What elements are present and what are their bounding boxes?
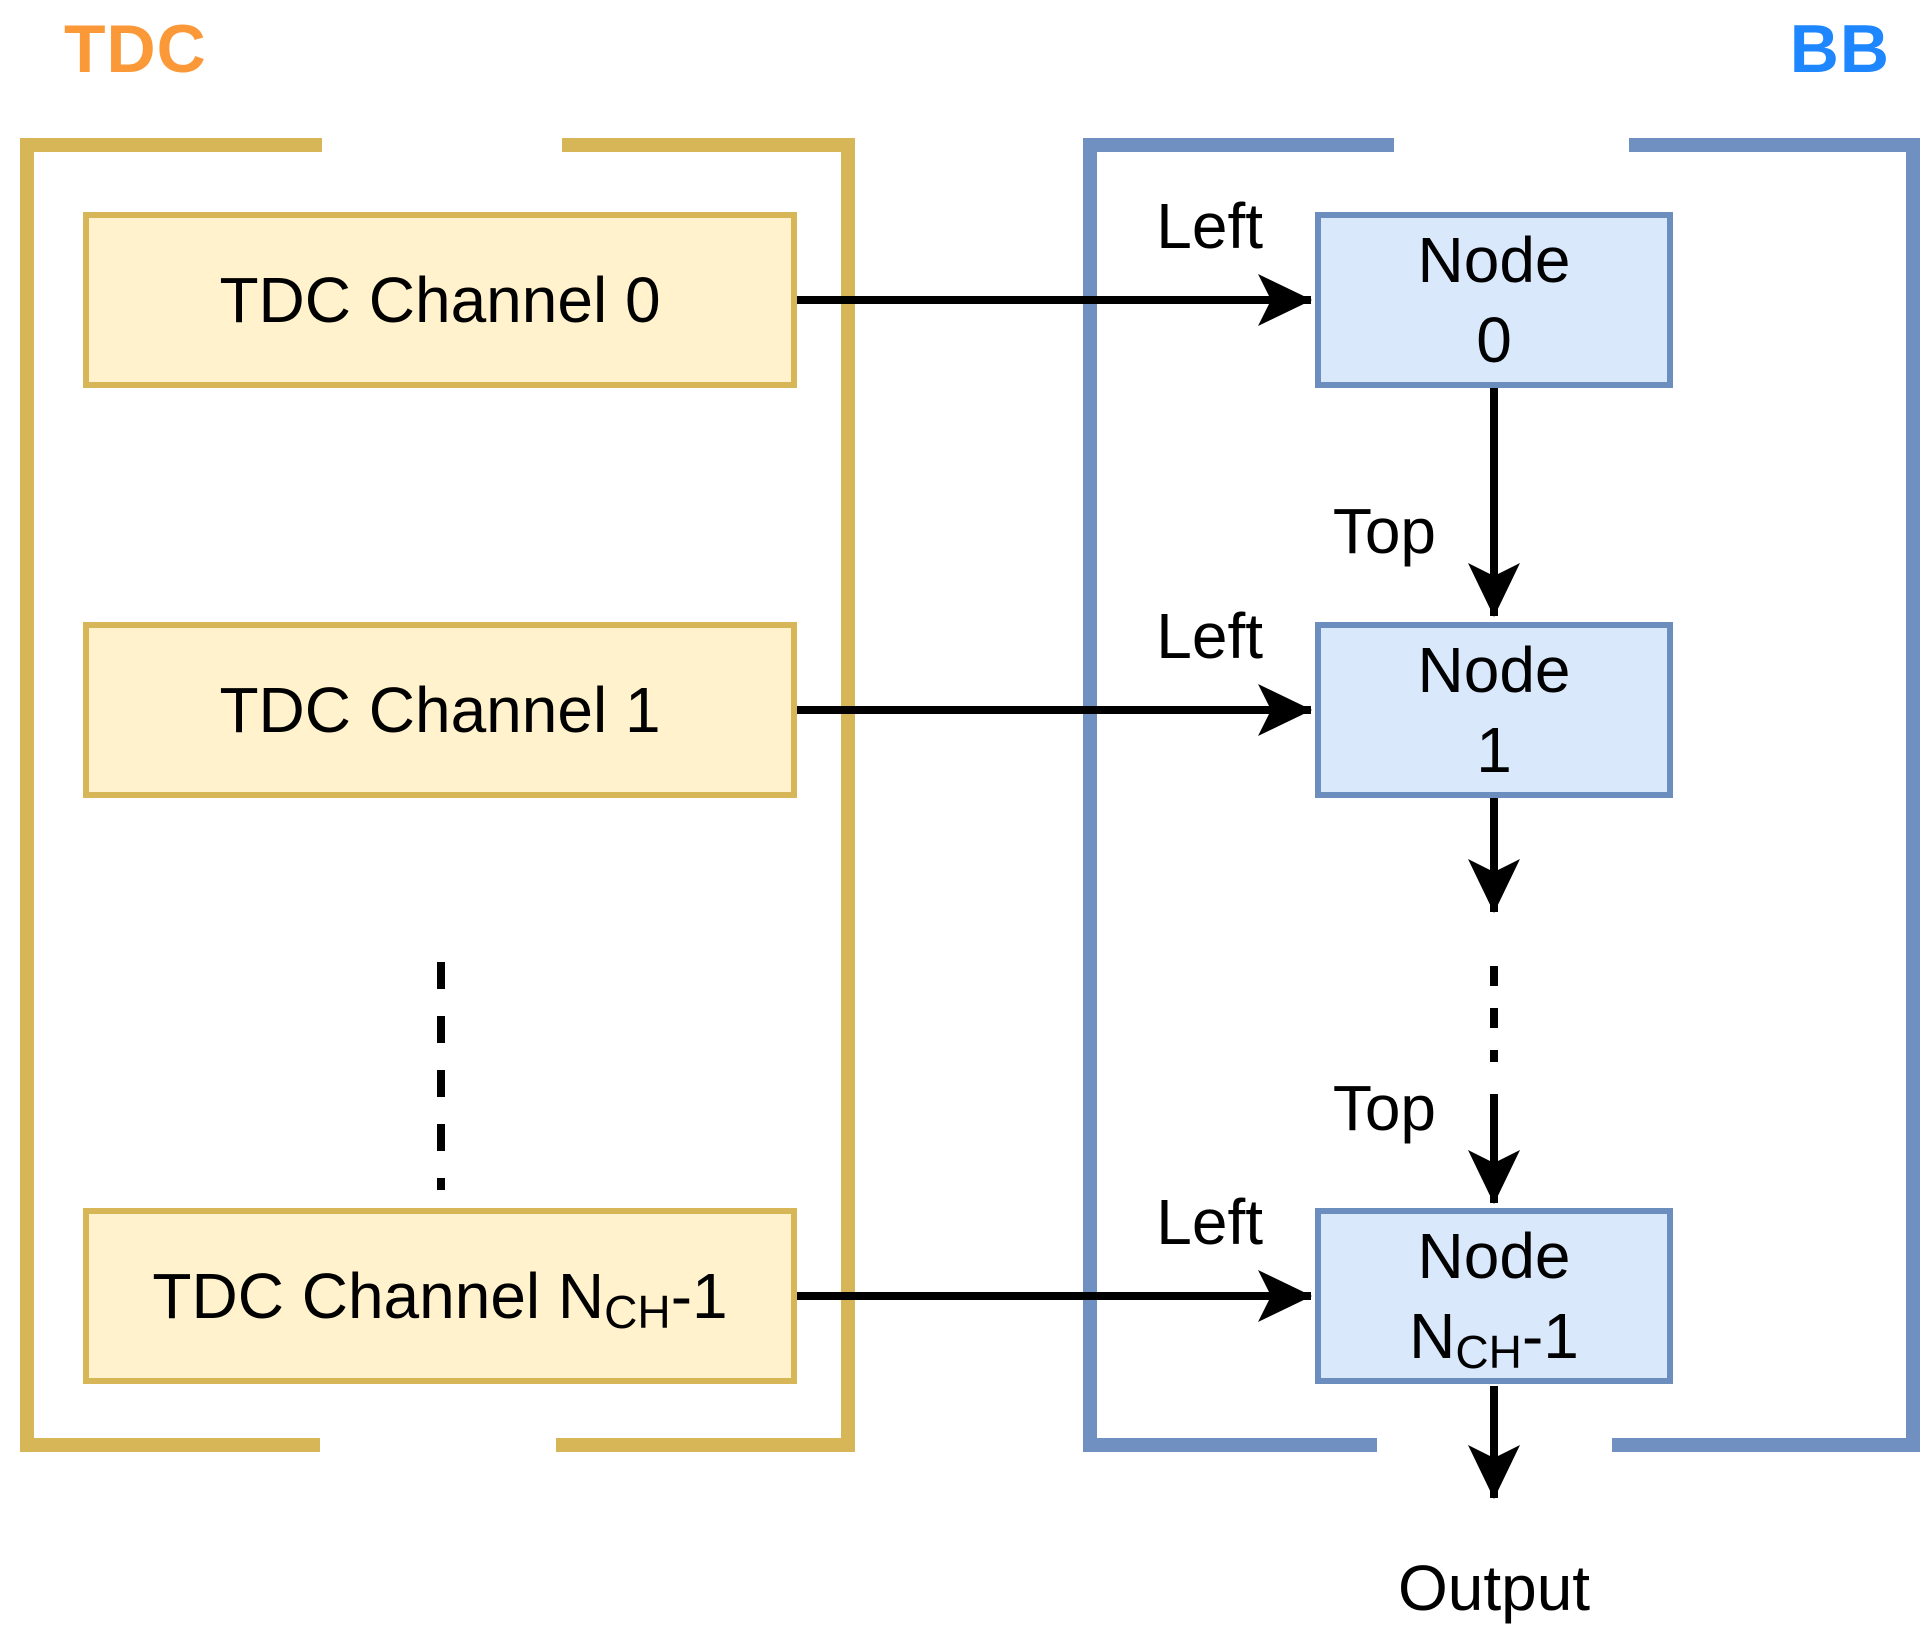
subscript: CH [1455,1326,1522,1379]
edge-label-left-0: Left [1156,190,1263,262]
tdc-bracket [20,138,855,1452]
node-0-title: Node [1417,224,1571,296]
node-1-box: Node 1 [1315,622,1673,798]
tdc-channel-n-label: TDC Channel NCH-1 [152,1260,728,1339]
node-1-index: 1 [1476,714,1512,786]
edge-label-left-2: Left [1156,1186,1263,1258]
node-0-box: Node 0 [1315,212,1673,388]
tdc-channel-0-label: TDC Channel 0 [219,264,661,336]
tdc-bracket-left [20,138,322,1452]
bb-bracket-right [1612,138,1920,1452]
subscript: CH [604,1286,671,1339]
edge-label-top-0: Top [1332,495,1436,567]
tdc-channel-n-box: TDC Channel NCH-1 [83,1208,797,1384]
node-0-index: 0 [1476,304,1512,376]
bb-bracket [1083,138,1920,1452]
tdc-channel-0-box: TDC Channel 0 [83,212,797,388]
node-n-index: NCH-1 [1409,1300,1579,1379]
tdc-channel-1-label: TDC Channel 1 [219,674,661,746]
tdc-channel-1-box: TDC Channel 1 [83,622,797,798]
edge-label-left-1: Left [1156,600,1263,672]
tdc-bracket-right [556,138,855,1452]
bb-group-label: BB [1789,11,1890,87]
edge-label-top-1: Top [1332,1072,1436,1144]
node-1-title: Node [1417,634,1571,706]
bb-bracket-left [1083,138,1394,1452]
node-n-box: Node NCH-1 [1315,1208,1673,1384]
node-n-title: Node [1417,1220,1571,1292]
output-label: Output [1397,1552,1591,1624]
tdc-group-label: TDC [64,11,207,87]
